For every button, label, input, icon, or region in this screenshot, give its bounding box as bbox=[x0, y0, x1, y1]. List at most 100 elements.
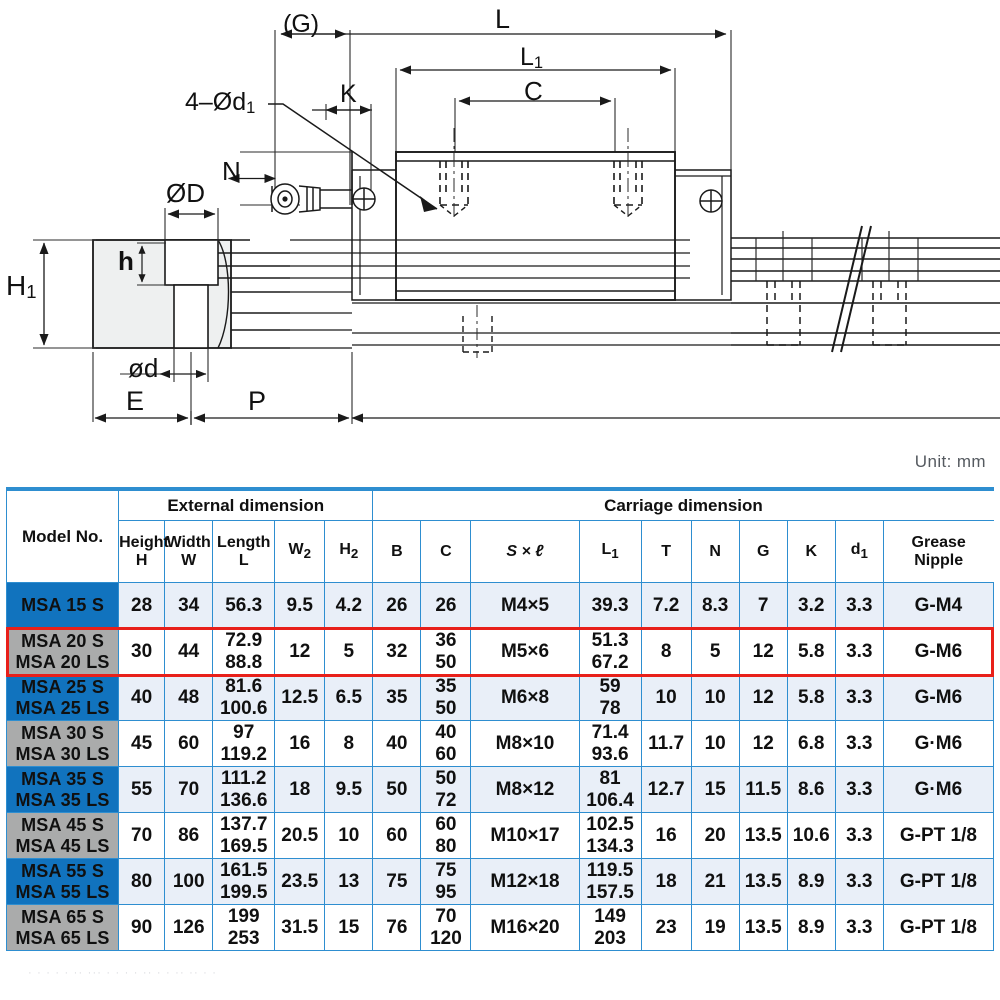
header-col-grease-l1: Grease bbox=[911, 533, 966, 551]
specification-table-wrapper: Model No. External dimension Carriage di… bbox=[5, 487, 995, 951]
cell-value: 86 bbox=[178, 824, 200, 846]
cell-N: 21 bbox=[690, 858, 740, 905]
model-no-line: MSA 30 S bbox=[21, 722, 105, 743]
cell-value: 8.6 bbox=[798, 778, 825, 800]
header-col-H2: H2 bbox=[324, 520, 374, 583]
cell-value: 50 bbox=[435, 651, 457, 673]
cell-value: 8 bbox=[343, 732, 355, 754]
cell-value: 7 bbox=[757, 594, 769, 616]
linear-guide-drawing-svg bbox=[33, 29, 1000, 425]
cell-T: 18 bbox=[640, 858, 692, 905]
cell-value: 3.3 bbox=[846, 824, 873, 846]
dim-label-L1-sub: 1 bbox=[533, 54, 544, 72]
cell-value: 149 bbox=[594, 905, 626, 927]
cell-value: 8.9 bbox=[798, 916, 825, 938]
dim-label-H1-base: H bbox=[6, 270, 27, 301]
cell-H2: 15 bbox=[324, 904, 374, 951]
cell-value: M8×12 bbox=[495, 778, 555, 800]
cell-Sxl: M8×12 bbox=[470, 766, 580, 813]
header-group-external-dimension: External dimension bbox=[118, 490, 374, 521]
dim-label-h: h bbox=[118, 246, 134, 276]
cell-K: 8.9 bbox=[786, 904, 836, 951]
cell-value: G-M6 bbox=[914, 640, 963, 662]
cell-W: 60 bbox=[164, 720, 214, 767]
header-col-L1-base: L bbox=[601, 540, 612, 558]
cell-value: 12 bbox=[289, 640, 311, 662]
cell-grease: G·M6 bbox=[882, 766, 995, 813]
cell-value: 80 bbox=[435, 835, 457, 857]
cell-Sxl: M5×6 bbox=[470, 628, 580, 675]
clipped-caption-strip: · · · · · ·· ··· · · · · ·· · · ·· ·· · … bbox=[28, 967, 218, 979]
cell-value: M16×20 bbox=[490, 916, 560, 938]
cell-value: 51.3 bbox=[591, 629, 629, 651]
cell-value: 81 bbox=[599, 767, 621, 789]
dim-label-4-od1: 4–Ød1 bbox=[185, 90, 255, 117]
cell-value: 60 bbox=[386, 824, 408, 846]
cell-value: 18 bbox=[655, 870, 677, 892]
cell-value: 93.6 bbox=[591, 743, 629, 765]
cell-value: 3.3 bbox=[846, 640, 873, 662]
model-no-line: MSA 20 LS bbox=[15, 651, 110, 672]
cell-value: 23 bbox=[655, 916, 677, 938]
cell-value: 72.9 bbox=[225, 629, 263, 651]
cell-T: 16 bbox=[640, 812, 692, 859]
cell-T: 7.2 bbox=[640, 582, 692, 629]
cell-value: 15 bbox=[338, 916, 360, 938]
model-no-line: MSA 30 LS bbox=[15, 743, 110, 764]
cell-T: 11.7 bbox=[640, 720, 692, 767]
cell-value: 100 bbox=[172, 870, 205, 892]
cell-W2: 16 bbox=[274, 720, 326, 767]
cell-value: 59 bbox=[599, 675, 621, 697]
header-col-d1-sub: 1 bbox=[860, 546, 868, 562]
cell-value: 10.6 bbox=[792, 824, 830, 846]
cell-T: 12.7 bbox=[640, 766, 692, 813]
cell-N: 5 bbox=[690, 628, 740, 675]
header-col-W2-sub: 2 bbox=[303, 546, 312, 562]
header-col-L1-sub: 1 bbox=[611, 546, 619, 562]
cell-value: 48 bbox=[178, 686, 200, 708]
cell-value: 19 bbox=[704, 916, 726, 938]
dim-label-K: K bbox=[340, 80, 357, 108]
cell-value: 34 bbox=[178, 594, 200, 616]
cell-value: 169.5 bbox=[219, 835, 268, 857]
header-col-W-l1: Width bbox=[166, 533, 211, 551]
cell-value: 81.6 bbox=[225, 675, 263, 697]
cell-value: 3.3 bbox=[846, 870, 873, 892]
cell-B: 35 bbox=[372, 674, 422, 721]
cell-value: 120 bbox=[430, 927, 462, 949]
cell-value: 70 bbox=[178, 778, 200, 800]
cell-grease: G-PT 1/8 bbox=[882, 904, 995, 951]
cell-value: M10×17 bbox=[490, 824, 560, 846]
cell-value: 137.7 bbox=[219, 813, 268, 835]
header-group-carriage-dimension: Carriage dimension bbox=[372, 490, 994, 521]
cell-value: 72 bbox=[435, 789, 457, 811]
cell-value: 3.3 bbox=[846, 594, 873, 616]
cell-value: 28 bbox=[131, 594, 153, 616]
header-col-B: B bbox=[372, 520, 422, 583]
cell-W: 126 bbox=[164, 904, 214, 951]
cell-value: 10 bbox=[338, 824, 360, 846]
cell-N: 10 bbox=[690, 720, 740, 767]
cell-value: 111.2 bbox=[220, 767, 267, 789]
cell-value: 31.5 bbox=[281, 916, 319, 938]
cell-value: 9.5 bbox=[286, 594, 313, 616]
cell-H2: 8 bbox=[324, 720, 374, 767]
cell-H2: 6.5 bbox=[324, 674, 374, 721]
cell-value: 45 bbox=[131, 732, 153, 754]
cell-value: 50 bbox=[386, 778, 408, 800]
cell-d1: 3.3 bbox=[834, 720, 884, 767]
cell-H2: 4.2 bbox=[324, 582, 374, 629]
dim-label-P: P bbox=[248, 386, 267, 416]
cell-value: 5.8 bbox=[798, 686, 825, 708]
cell-W2: 23.5 bbox=[274, 858, 326, 905]
